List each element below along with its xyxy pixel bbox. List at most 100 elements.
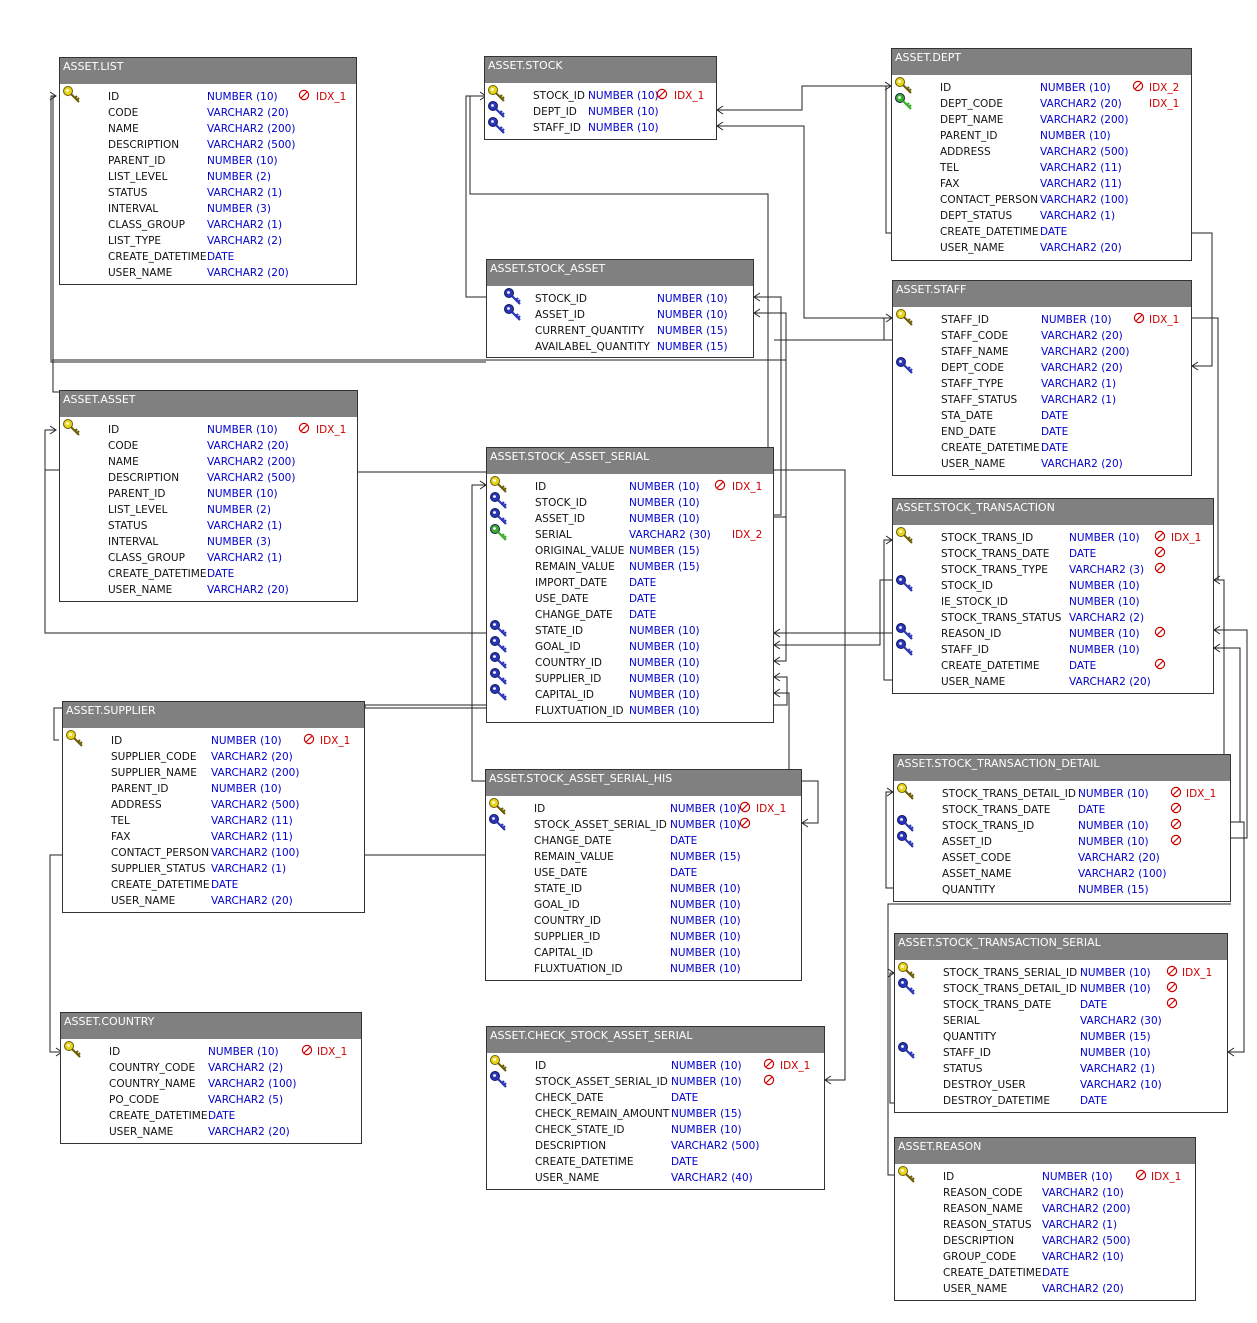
column-row[interactable]: STAFF_IDNUMBER (10) [893,639,1213,658]
column-row[interactable]: AVAILABEL_QUANTITYNUMBER (15) [487,339,753,355]
column-row[interactable]: USER_NAMEVARCHAR2 (20) [60,265,356,281]
table-reason[interactable]: ASSET.REASONIDNUMBER (10)IDX_1REASON_COD… [894,1137,1196,1301]
table-asset[interactable]: ASSET.ASSETIDNUMBER (10)IDX_1CODEVARCHAR… [59,390,358,602]
column-row[interactable]: SERIALVARCHAR2 (30) [895,1013,1227,1029]
column-row[interactable]: REASON_STATUSVARCHAR2 (1) [895,1217,1195,1233]
column-row[interactable]: DESTROY_USERVARCHAR2 (10) [895,1077,1227,1093]
column-row[interactable]: DESCRIPTIONVARCHAR2 (500) [60,137,356,153]
column-row[interactable]: STATUSVARCHAR2 (1) [895,1061,1227,1077]
column-row[interactable]: LIST_LEVELNUMBER (2) [60,169,356,185]
column-row[interactable]: CREATE_DATETIMEDATE [892,224,1191,240]
column-row[interactable]: STAFF_IDNUMBER (10)IDX_1 [893,309,1191,328]
column-row[interactable]: STOCK_TRANS_DATEDATE [893,546,1213,562]
column-row[interactable]: ORIGINAL_VALUENUMBER (15) [487,543,773,559]
column-row[interactable]: ADDRESSVARCHAR2 (500) [63,797,364,813]
column-row[interactable]: DEPT_CODEVARCHAR2 (20) [893,357,1191,376]
column-row[interactable]: CREATE_DATETIMEDATE [895,1265,1195,1281]
column-row[interactable]: REASON_CODEVARCHAR2 (10) [895,1185,1195,1201]
column-row[interactable]: COUNTRY_IDNUMBER (10) [487,652,773,671]
column-row[interactable]: CREATE_DATETIMEDATE [60,566,357,582]
column-row[interactable]: REMAIN_VALUENUMBER (15) [487,559,773,575]
column-row[interactable]: CLASS_GROUPVARCHAR2 (1) [60,217,356,233]
table-supplier[interactable]: ASSET.SUPPLIERIDNUMBER (10)IDX_1SUPPLIER… [62,701,365,913]
column-row[interactable]: REASON_NAMEVARCHAR2 (200) [895,1201,1195,1217]
column-row[interactable]: STOCK_TRANS_SERIAL_IDNUMBER (10)IDX_1 [895,962,1227,981]
column-row[interactable]: USER_NAMEVARCHAR2 (20) [63,893,364,909]
column-row[interactable]: IDNUMBER (10)IDX_1 [60,86,356,105]
column-row[interactable]: ASSET_NAMEVARCHAR2 (100) [894,866,1230,882]
column-row[interactable]: DESCRIPTIONVARCHAR2 (500) [60,470,357,486]
column-row[interactable]: CREATE_DATETIMEDATE [61,1108,361,1124]
column-row[interactable]: IMPORT_DATEDATE [487,575,773,591]
column-row[interactable]: REASON_IDNUMBER (10) [893,623,1213,642]
column-row[interactable]: COUNTRY_CODEVARCHAR2 (2) [61,1060,361,1076]
column-row[interactable]: CLASS_GROUPVARCHAR2 (1) [60,550,357,566]
column-row[interactable]: IDNUMBER (10)IDX_1 [63,730,364,749]
column-row[interactable]: USE_DATEDATE [487,591,773,607]
column-row[interactable]: FLUXTUATION_IDNUMBER (10) [487,703,773,719]
column-row[interactable]: LIST_LEVELNUMBER (2) [60,502,357,518]
column-row[interactable]: SUPPLIER_CODEVARCHAR2 (20) [63,749,364,765]
column-row[interactable]: TELVARCHAR2 (11) [892,160,1191,176]
column-row[interactable]: STOCK_TRANS_STATUSVARCHAR2 (2) [893,610,1213,626]
table-list[interactable]: ASSET.LISTIDNUMBER (10)IDX_1CODEVARCHAR2… [59,57,357,285]
column-row[interactable]: USER_NAMEVARCHAR2 (20) [895,1281,1195,1297]
column-row[interactable]: IE_STOCK_IDNUMBER (10) [893,594,1213,610]
column-row[interactable]: CAPITAL_IDNUMBER (10) [486,945,801,961]
column-row[interactable]: STOCK_TRANS_IDNUMBER (10)IDX_1 [893,527,1213,546]
column-row[interactable]: DEPT_IDNUMBER (10) [485,101,716,120]
column-row[interactable]: PARENT_IDNUMBER (10) [60,486,357,502]
column-row[interactable]: INTERVALNUMBER (3) [60,201,356,217]
column-row[interactable]: CHANGE_DATEDATE [487,607,773,623]
column-row[interactable]: TELVARCHAR2 (11) [63,813,364,829]
column-row[interactable]: STOCK_TRANS_IDNUMBER (10) [894,815,1230,834]
column-row[interactable]: CHECK_DATEDATE [487,1090,824,1106]
column-row[interactable]: FAXVARCHAR2 (11) [892,176,1191,192]
column-row[interactable]: CONTACT_PERSONVARCHAR2 (100) [63,845,364,861]
column-row[interactable]: STAFF_CODEVARCHAR2 (20) [893,328,1191,344]
column-row[interactable]: REMAIN_VALUENUMBER (15) [486,849,801,865]
column-row[interactable]: USER_NAMEVARCHAR2 (20) [60,582,357,598]
column-row[interactable]: SUPPLIER_NAMEVARCHAR2 (200) [63,765,364,781]
column-row[interactable]: IDNUMBER (10)IDX_1 [60,419,357,438]
column-row[interactable]: NAMEVARCHAR2 (200) [60,454,357,470]
column-row[interactable]: ASSET_CODEVARCHAR2 (20) [894,850,1230,866]
table-stock-transaction[interactable]: ASSET.STOCK_TRANSACTIONSTOCK_TRANS_IDNUM… [892,498,1214,694]
column-row[interactable]: USER_NAMEVARCHAR2 (20) [893,456,1191,472]
table-check-stock-asset-serial[interactable]: ASSET.CHECK_STOCK_ASSET_SERIALIDNUMBER (… [486,1026,825,1190]
column-row[interactable]: CURRENT_QUANTITYNUMBER (15) [487,323,753,339]
column-row[interactable]: STOCK_IDNUMBER (10) [487,288,753,307]
column-row[interactable]: SUPPLIER_IDNUMBER (10) [487,668,773,687]
column-row[interactable]: SERIALVARCHAR2 (30)IDX_2 [487,524,773,543]
column-row[interactable]: CODEVARCHAR2 (20) [60,105,356,121]
column-row[interactable]: STOCK_TRANS_TYPEVARCHAR2 (3) [893,562,1213,578]
column-row[interactable]: CREATE_DATETIMEDATE [893,440,1191,456]
table-dept[interactable]: ASSET.DEPTIDNUMBER (10)IDX_2DEPT_CODEVAR… [891,48,1192,261]
column-row[interactable]: CONTACT_PERSONVARCHAR2 (100) [892,192,1191,208]
column-row[interactable]: IDNUMBER (10)IDX_1 [487,476,773,495]
column-row[interactable]: NAMEVARCHAR2 (200) [60,121,356,137]
table-stock-asset-serial-his[interactable]: ASSET.STOCK_ASSET_SERIAL_HISIDNUMBER (10… [485,769,802,981]
column-row[interactable]: STOCK_ASSET_SERIAL_IDNUMBER (10) [486,814,801,833]
column-row[interactable]: USER_NAMEVARCHAR2 (20) [892,240,1191,256]
column-row[interactable]: CREATE_DATETIMEDATE [63,877,364,893]
column-row[interactable]: SUPPLIER_STATUSVARCHAR2 (1) [63,861,364,877]
table-staff[interactable]: ASSET.STAFFSTAFF_IDNUMBER (10)IDX_1STAFF… [892,280,1192,476]
column-row[interactable]: PARENT_IDNUMBER (10) [63,781,364,797]
column-row[interactable]: CHECK_REMAIN_AMOUNTNUMBER (15) [487,1106,824,1122]
column-row[interactable]: LIST_TYPEVARCHAR2 (2) [60,233,356,249]
column-row[interactable]: PARENT_IDNUMBER (10) [892,128,1191,144]
column-row[interactable]: QUANTITYNUMBER (15) [895,1029,1227,1045]
column-row[interactable]: DESCRIPTIONVARCHAR2 (500) [487,1138,824,1154]
column-row[interactable]: SUPPLIER_IDNUMBER (10) [486,929,801,945]
column-row[interactable]: USE_DATEDATE [486,865,801,881]
column-row[interactable]: INTERVALNUMBER (3) [60,534,357,550]
column-row[interactable]: DEPT_STATUSVARCHAR2 (1) [892,208,1191,224]
table-country[interactable]: ASSET.COUNTRYIDNUMBER (10)IDX_1COUNTRY_C… [60,1012,362,1144]
column-row[interactable]: IDNUMBER (10)IDX_2 [892,77,1191,96]
column-row[interactable]: GOAL_IDNUMBER (10) [486,897,801,913]
column-row[interactable]: CHECK_STATE_IDNUMBER (10) [487,1122,824,1138]
column-row[interactable]: IDNUMBER (10)IDX_1 [895,1166,1195,1185]
column-row[interactable]: STOCK_IDNUMBER (10)IDX_1 [485,85,716,104]
column-row[interactable]: QUANTITYNUMBER (15) [894,882,1230,898]
